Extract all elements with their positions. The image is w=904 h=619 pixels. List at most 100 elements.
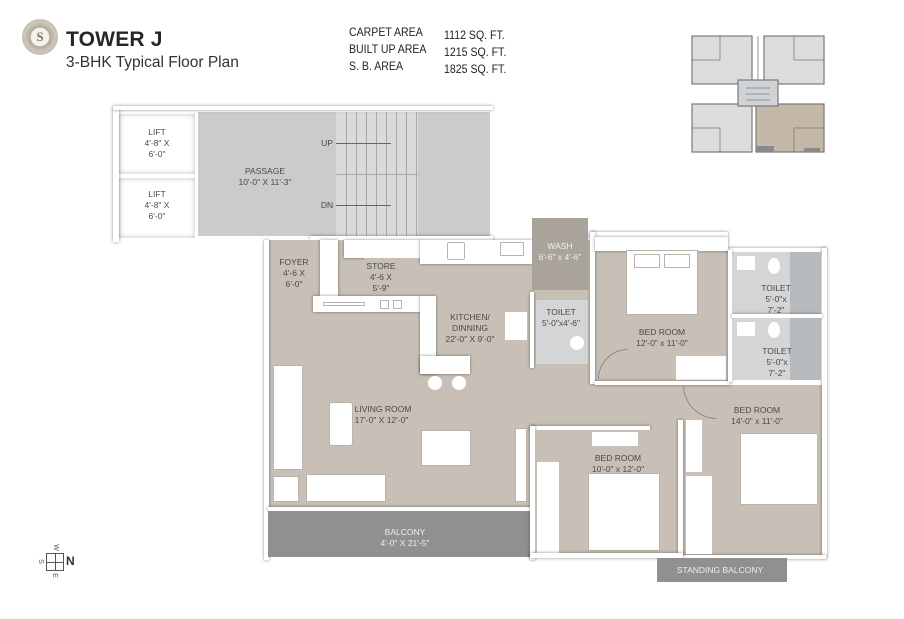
bed — [588, 473, 660, 551]
side-table — [273, 476, 299, 502]
stairs-up-label: UP — [321, 138, 333, 148]
wall — [678, 420, 683, 556]
study-desk — [592, 432, 638, 446]
wall — [822, 248, 827, 558]
wall — [268, 507, 532, 511]
balcony — [268, 511, 530, 557]
wall — [728, 250, 732, 382]
pillow — [664, 254, 690, 268]
staircase — [336, 112, 418, 236]
wall — [732, 314, 822, 318]
wardrobe — [686, 476, 712, 554]
kitchen-island — [420, 296, 436, 374]
landing — [418, 112, 490, 236]
wall — [530, 553, 683, 558]
hob-icon — [447, 242, 465, 260]
stairs-down-label: DN — [320, 200, 334, 210]
basin-icon — [737, 322, 755, 336]
toilet-common — [536, 300, 588, 364]
pillow — [634, 254, 660, 268]
basin-icon — [737, 256, 755, 270]
page-subtitle: 3-BHK Typical Floor Plan — [66, 54, 239, 71]
area-label: BUILT UP AREA — [349, 42, 427, 56]
wash-area — [532, 218, 588, 290]
sofa-left — [273, 365, 303, 470]
dresser — [686, 420, 702, 472]
area-row-carpet: CARPET AREA 1112 SQ. FT. — [349, 25, 506, 44]
counter-box — [380, 300, 389, 309]
wall — [728, 248, 826, 252]
wc-icon — [768, 258, 780, 274]
sofa-bottom — [306, 474, 386, 502]
store — [364, 258, 420, 296]
wall — [113, 108, 119, 242]
dining-table — [421, 430, 471, 466]
shower-2 — [790, 318, 821, 380]
wall — [344, 240, 420, 258]
wall — [320, 240, 338, 296]
area-label: CARPET AREA — [349, 25, 423, 39]
wall — [310, 236, 493, 240]
brand-logo: S — [22, 19, 58, 55]
wall — [530, 426, 650, 430]
compass-east: E — [50, 573, 58, 578]
kitchen-island — [420, 356, 470, 374]
wc-icon — [570, 336, 584, 350]
area-label: S. B. AREA — [349, 59, 403, 73]
key-plan — [691, 35, 825, 153]
shower-1 — [790, 252, 821, 314]
compass-west: W — [51, 544, 59, 551]
sink-icon — [500, 242, 524, 256]
bar-stool — [452, 376, 466, 390]
area-value: 1112 SQ. FT. — [444, 28, 505, 42]
wall — [595, 381, 730, 385]
wall — [113, 106, 493, 110]
standing-balcony — [657, 558, 787, 582]
counter-box — [393, 300, 402, 309]
passage — [198, 112, 336, 236]
window-sill — [595, 237, 728, 251]
tv-unit — [515, 428, 527, 502]
area-row-builtup: BUILT UP AREA 1215 SQ. FT. — [349, 42, 507, 61]
wall — [683, 555, 826, 559]
compass-icon — [46, 553, 64, 571]
wall — [530, 426, 535, 560]
area-value: 1825 SQ. FT. — [444, 62, 507, 76]
bed — [740, 433, 818, 505]
lift-1 — [119, 114, 195, 174]
fridge — [505, 312, 527, 340]
compass-north: N — [66, 554, 75, 568]
wall — [590, 232, 595, 384]
area-value: 1215 SQ. FT. — [444, 45, 507, 59]
recliner — [329, 402, 353, 446]
compass-south: S — [36, 559, 44, 564]
wall — [264, 240, 269, 560]
wc-icon — [768, 322, 780, 338]
wardrobe — [676, 356, 726, 380]
lift-2 — [119, 178, 195, 238]
wall — [590, 232, 728, 237]
page-title: TOWER J — [66, 28, 163, 51]
area-row-sb: S. B. AREA 1825 SQ. FT. — [349, 59, 507, 78]
bar-stool — [428, 376, 442, 390]
wall — [530, 292, 534, 368]
standing-balcony-label: STANDING BALCONY — [676, 565, 764, 575]
wardrobe — [537, 462, 559, 554]
counter-slot — [323, 302, 365, 306]
